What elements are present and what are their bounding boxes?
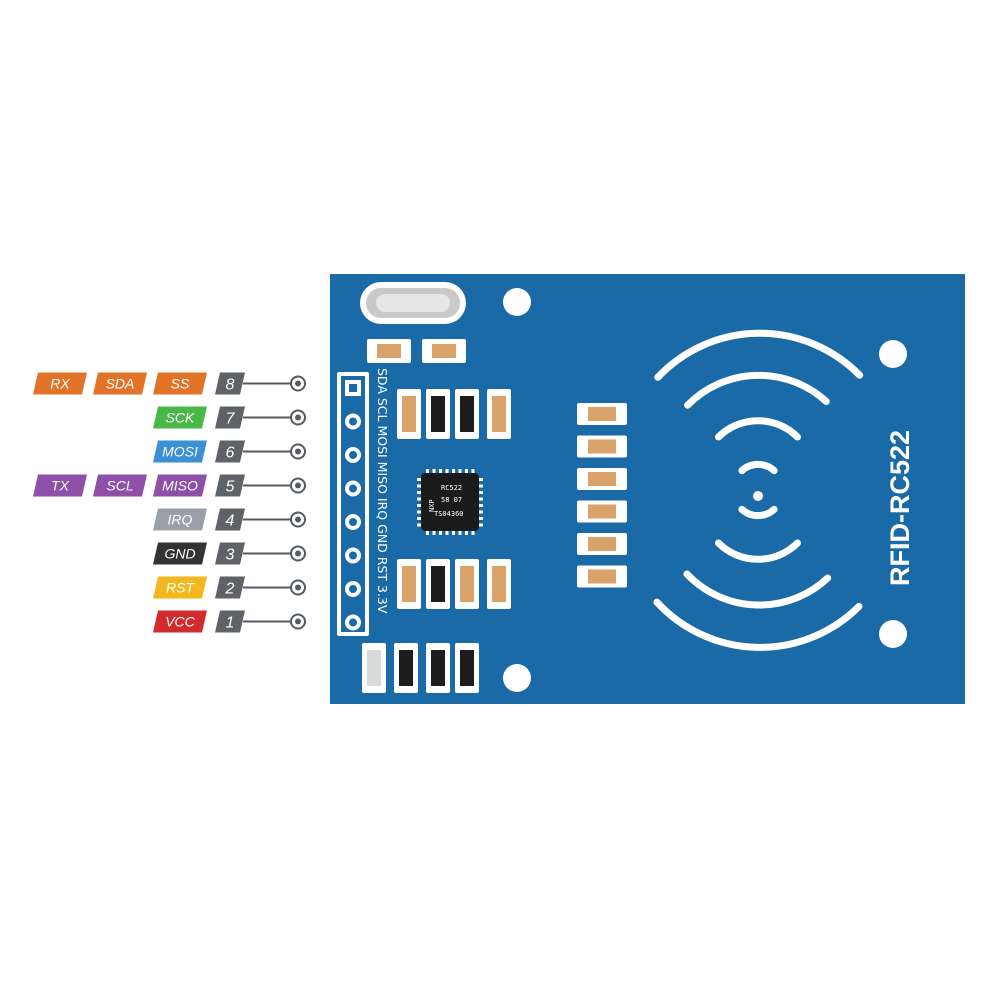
pin-number: 6 xyxy=(226,445,235,462)
chip-line-3: TS04360 xyxy=(434,510,464,518)
pin-number: 1 xyxy=(226,615,235,632)
resistor-stack xyxy=(577,403,627,588)
antenna-center-dot xyxy=(753,491,763,501)
pin-number: 5 xyxy=(226,479,235,496)
pin-tag-label: RX xyxy=(50,376,70,392)
pin-number: 2 xyxy=(225,581,235,598)
pin-tag-box xyxy=(153,576,207,599)
pin-tag-label: SCL xyxy=(106,478,133,494)
mounting-hole xyxy=(503,664,531,692)
pin-row-3: 3 GND xyxy=(153,542,306,565)
pin-tag-box xyxy=(153,610,207,633)
pin-tag-label: SS xyxy=(171,376,190,392)
pin-tag-box xyxy=(93,372,147,395)
chip-line-1: RC522 xyxy=(441,484,462,492)
crystal-oscillator xyxy=(360,282,466,324)
antenna-waves xyxy=(653,329,864,651)
mounting-hole xyxy=(879,620,907,648)
pin-tag-label: RST xyxy=(166,580,195,596)
pin-number: 4 xyxy=(226,513,235,530)
pcb-board: SDA SCL MOSI MISO IRQ GND RST 3.3V xyxy=(330,274,965,704)
mounting-hole xyxy=(879,340,907,368)
pin-row-5: 5 TX SCL MISO xyxy=(33,474,306,497)
chip-line-2: 58 07 xyxy=(441,496,462,504)
smd-component xyxy=(422,339,466,363)
chip-brand: NXP xyxy=(428,499,436,512)
pin-row-6: 6 MOSI xyxy=(153,440,306,463)
pin-tag-label: IRQ xyxy=(168,512,193,528)
pin-tag-label: SCK xyxy=(166,410,195,426)
rc522-chip: NXP RC522 58 07 TS04360 xyxy=(417,469,483,535)
pin-row-1: 1 VCC xyxy=(153,610,306,633)
pin-tag-box xyxy=(93,474,147,497)
smd-column-bottom xyxy=(362,643,479,693)
pin-tag-box xyxy=(33,474,87,497)
mounting-hole xyxy=(503,288,531,316)
pinout-labels: 8 RX SDA SS 7 SCK 6 MOSI 5 TX SCL MISO 4 IRQ 3 GND 2 RST 1… xyxy=(33,372,306,633)
pin-tag-label: TX xyxy=(51,478,70,494)
pin-number-box xyxy=(215,610,245,633)
pin-number-box xyxy=(215,508,245,531)
smd-component xyxy=(367,339,411,363)
pin-tag-box xyxy=(33,372,87,395)
pin-number-box xyxy=(215,474,245,497)
pin-row-4: 4 IRQ xyxy=(153,508,306,531)
pin-row-2: 2 RST xyxy=(153,576,306,599)
smd-column-upper xyxy=(397,389,511,439)
pin-number-box xyxy=(215,576,245,599)
pin-number: 8 xyxy=(226,377,235,394)
pin-tag-box xyxy=(153,440,207,463)
pin-tag-label: MOSI xyxy=(162,444,198,460)
pin-row-8: 8 RX SDA SS xyxy=(33,372,306,395)
smd-column-lower xyxy=(397,559,511,609)
header-holes xyxy=(345,380,361,631)
pin-tag-label: GND xyxy=(164,546,195,562)
pin-number: 3 xyxy=(226,547,235,564)
pin-tag-label: VCC xyxy=(165,614,195,630)
pin-tag-box xyxy=(153,372,207,395)
pin-tag-box xyxy=(153,508,207,531)
pin-tag-box xyxy=(153,406,207,429)
pin-number-box xyxy=(215,372,245,395)
pin-number-box xyxy=(215,406,245,429)
pin-row-7: 7 SCK xyxy=(153,406,306,429)
pin-tag-box xyxy=(153,474,207,497)
pin-tag-box xyxy=(153,542,207,565)
pin-number-box xyxy=(215,542,245,565)
pin-number: 7 xyxy=(226,411,236,428)
pin-tag-label: MISO xyxy=(162,478,198,494)
pin-tag-label: SDA xyxy=(106,376,135,392)
board-title: RFID-RC522 xyxy=(885,430,915,586)
header-pin-label: SDA SCL MOSI MISO IRQ GND RST 3.3V xyxy=(375,368,390,614)
pin-number-box xyxy=(215,440,245,463)
